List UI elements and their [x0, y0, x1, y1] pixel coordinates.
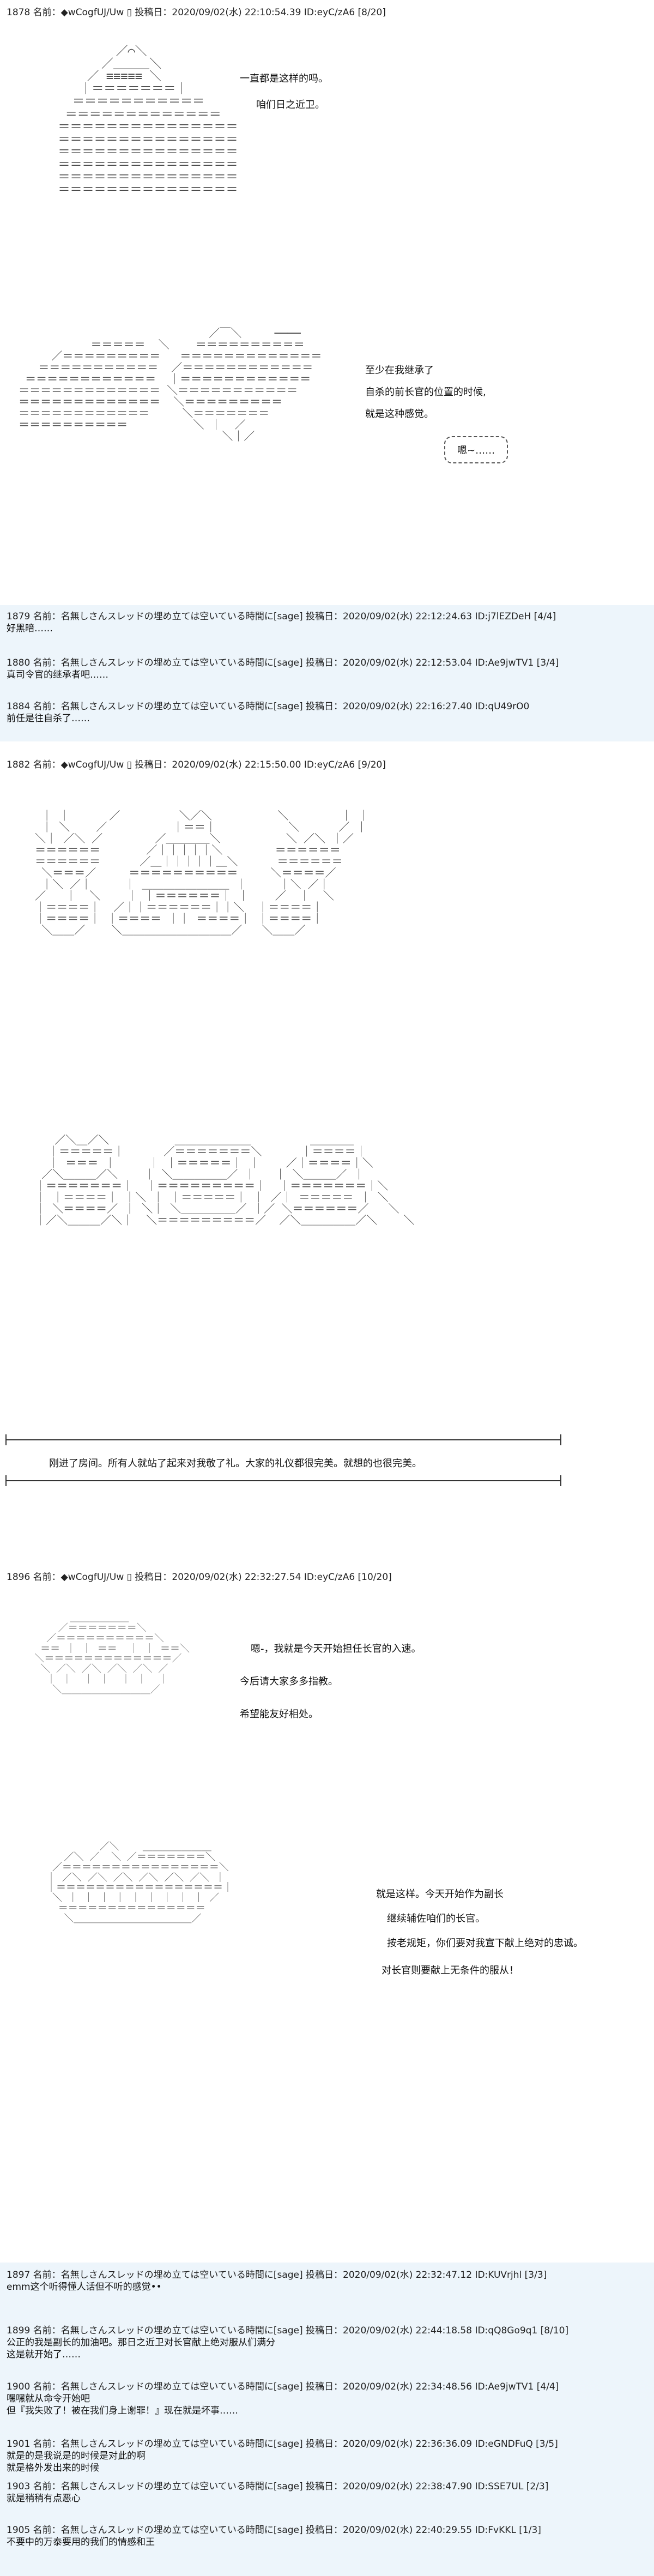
reply-header: 1899 名前：名無しさんスレッドの埋め立ては空いている時間に[sage] 投稿…: [7, 2325, 569, 2336]
dialogue-line: 咱们日之近卫。: [256, 99, 325, 111]
reply-body: 不要中的万泰要用的我们的情感和王: [7, 2537, 155, 2548]
dialogue-line: 希望能友好相处。: [240, 1709, 318, 1720]
dialogue-line: 自杀的前长官的位置的时候,: [365, 387, 486, 398]
reply-header: 1884 名前：名無しさんスレッドの埋め立ては空いている時間に[sage] 投稿…: [7, 701, 530, 712]
statues-art: ｜ ｜ ／ ＼／＼ ＼ ｜ ｜ ｜ ＼ ／ ｜＝＝｜ ＼ ／ ｜ ＼｜ ／＼ ／…: [35, 809, 370, 937]
reply-body: 嘿嘿就从命令开始吧 但『我失败了！被在我们身上谢罪！』现在就是坏事……: [7, 2393, 238, 2416]
reply-body: 就是的是我说是的时候是对此的啊 就是格外发出来的时候: [7, 2451, 146, 2474]
dialogue-line: 继续辅佐咱们的长官。: [387, 1913, 485, 1925]
reply-post: 1897 名前：名無しさんスレッドの埋め立ては空いている時間に[sage] 投稿…: [7, 2269, 547, 2293]
reply-header: 1903 名前：名無しさんスレッドの埋め立ては空いている時間に[sage] 投稿…: [7, 2481, 549, 2492]
dialogue-line: 至少在我继承了: [365, 365, 434, 376]
reply-header: 1880 名前：名無しさんスレッドの埋め立ては空いている時間に[sage] 投稿…: [7, 657, 559, 668]
reply-post: 1900 名前：名無しさんスレッドの埋め立ては空いている時間に[sage] 投稿…: [7, 2369, 559, 2429]
post-header: 1896 名前：◆wCogfUJ/Uw ▯ 投稿日：2020/09/02(水) …: [7, 1572, 392, 1583]
reply-header: 1900 名前：名無しさんスレッドの埋め立ては空いている時間に[sage] 投稿…: [7, 2381, 559, 2392]
hooded-character-art: ／⌒＼ ／＿＿＿＼ ／ ≡≡≡≡≡ ＼ ｜＝＝＝＝＝＝＝｜ ＝＝＝＝＝＝＝＝＝＝…: [58, 45, 238, 197]
reply-post: 1884 名前：名無しさんスレッドの埋め立ては空いている時間に[sage] 投稿…: [7, 701, 529, 725]
kneeling-figures-art: ／＼ ＿＿＿＿＿＿＿ ／＼ ／ ＼ ／＝＝＝＝＝＝＝＼ ／＝＝＝＝＝＝＝＝＝＝＝…: [46, 1841, 233, 1925]
dialogue-line: 一直都是这样的吗。: [240, 73, 328, 85]
reply-post: 1903 名前：名無しさんスレッドの埋め立ては空いている時間に[sage] 投稿…: [7, 2481, 548, 2505]
reply-header: 1897 名前：名無しさんスレッドの埋め立ては空いている時間に[sage] 投稿…: [7, 2270, 547, 2281]
reply-body: 前任是往自杀了……: [7, 713, 90, 724]
reply-post: 1899 名前：名無しさんスレッドの埋め立ては空いている時間に[sage] 投稿…: [7, 2313, 568, 2373]
dialogue-line: 嗯-，我就是今天开始担任长官的入速。: [251, 1643, 421, 1655]
character-sketch-art: ＿＿＿＿＿＿ ／＝＝＝＝＝＝＝＼ ／＝＝＝＝＝＝＝＝＝＝＼ ＝＝ ｜ ｜ ＝＝ …: [34, 1612, 190, 1696]
reply-header: 1905 名前：名無しさんスレッドの埋め立ては空いている時間に[sage] 投稿…: [7, 2525, 541, 2536]
speech-bubble: 嗯~……: [444, 436, 508, 463]
dialogue-line: 按老规矩，你们要对我宣下献上绝对的忠诚。: [387, 1938, 583, 1949]
post-header: 1882 名前：◆wCogfUJ/Uw ▯ 投稿日：2020/09/02(水) …: [7, 759, 386, 770]
divider: [5, 1434, 561, 1445]
characters-lying-art: ／￣＼ ──── ＝＝＝＝＝ ＼ ＝＝＝＝＝＝＝＝＝＝ ／＝＝＝＝＝＝＝＝＝ ＝…: [19, 327, 322, 443]
dialogue-line: 对长官则要献上无条件的服从！: [382, 1965, 519, 1976]
robots-art: ／＼＿／＼ ＿＿＿＿＿＿＿ ＿＿＿＿ ｜＝＝＝＝＝｜ ／＝＝＝＝＝＝＝＼ ｜＝＝…: [35, 1133, 415, 1227]
caption: 刚进了房间。所有人就站了起来对我敬了礼。大家的礼仪都很完美。就想的也很完美。: [49, 1458, 422, 1469]
reply-post: 1880 名前：名無しさんスレッドの埋め立ては空いている時間に[sage] 投稿…: [7, 657, 559, 681]
reply-post: 1879 名前：名無しさんスレッドの埋め立ては空いている時間に[sage] 投稿…: [7, 611, 556, 635]
replies-section: 1897 名前：名無しさんスレッドの埋め立ては空いている時間に[sage] 投稿…: [0, 2263, 654, 2576]
reply-post: 1905 名前：名無しさんスレッドの埋め立ては空いている時間に[sage] 投稿…: [7, 2524, 541, 2548]
reply-post: 1901 名前：名無しさんスレッドの埋め立ては空いている時間に[sage] 投稿…: [7, 2426, 558, 2486]
post-1896: 1896 名前：◆wCogfUJ/Uw ▯ 投稿日：2020/09/02(水) …: [0, 1565, 654, 2257]
reply-body: 真司令官的继承者吧……: [7, 669, 108, 680]
reply-body: 就是稍稍有点恶心: [7, 2493, 81, 2504]
post-1878: 1878 名前：◆wCogfUJ/Uw ▯ 投稿日：2020/09/02(水) …: [0, 0, 654, 589]
dialogue-line: 就是这样。今天开始作为副长: [376, 1889, 504, 1900]
reply-body: 公正的我是副长的加油吧。那日之近卫对长官献上绝对服从们满分 这是就开始了……: [7, 2337, 275, 2360]
reply-body: emm这个听得懂人话但不听的感觉••: [7, 2282, 162, 2293]
replies-section: 1879 名前：名無しさんスレッドの埋め立ては空いている時間に[sage] 投稿…: [0, 605, 654, 741]
reply-header: 1901 名前：名無しさんスレッドの埋め立ては空いている時間に[sage] 投稿…: [7, 2439, 558, 2450]
reply-header: 1879 名前：名無しさんスレッドの埋め立ては空いている時間に[sage] 投稿…: [7, 611, 556, 622]
divider: [5, 1475, 561, 1486]
dialogue-line: 就是这种感觉。: [365, 408, 434, 420]
post-header: 1878 名前：◆wCogfUJ/Uw ▯ 投稿日：2020/09/02(水) …: [7, 7, 386, 18]
post-1882: 1882 名前：◆wCogfUJ/Uw ▯ 投稿日：2020/09/02(水) …: [0, 752, 654, 1521]
reply-body: 好黑暗……: [7, 623, 53, 634]
dialogue-line: 今后请大家多多指教。: [240, 1676, 338, 1687]
